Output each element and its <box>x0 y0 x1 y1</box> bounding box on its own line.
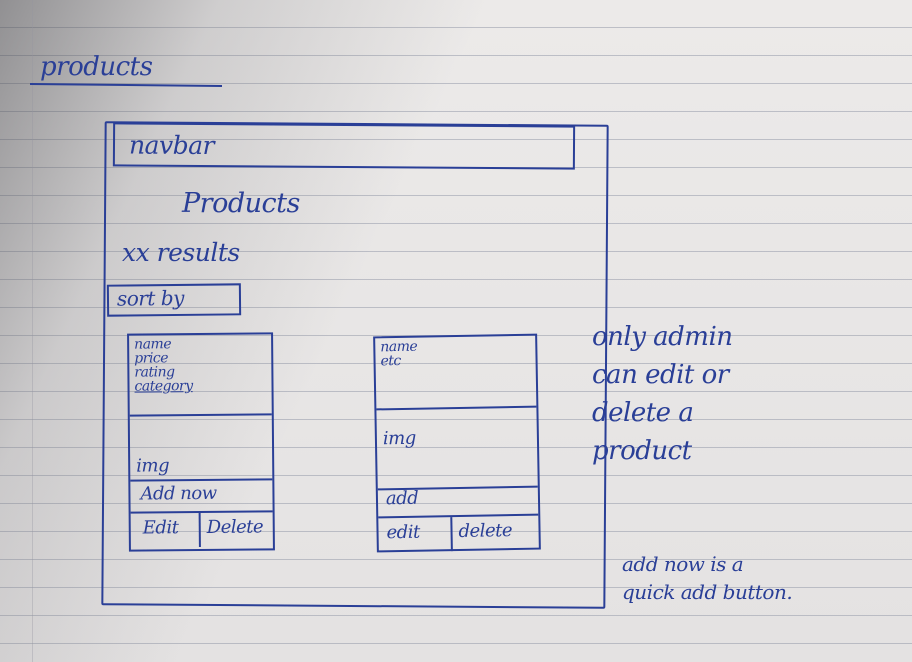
add-now-button[interactable]: Add now <box>140 482 217 505</box>
card-fields: name etc <box>380 339 417 370</box>
add-now-note: add now is a quick add button. <box>622 550 882 606</box>
action-separator <box>450 517 453 552</box>
margin-line <box>32 0 33 662</box>
sort-by-button[interactable]: sort by <box>106 283 242 317</box>
sort-by-label: sort by <box>116 285 184 311</box>
edit-button[interactable]: Edit <box>142 517 179 539</box>
add-button[interactable]: add <box>385 487 419 510</box>
admin-note-line: delete a <box>592 398 694 428</box>
admin-note: only admin can edit or delete a product <box>592 318 812 470</box>
card-fields: name price rating category <box>134 336 193 395</box>
card-actions: edit delete <box>378 513 539 553</box>
field-etc: etc <box>380 352 401 370</box>
navbar[interactable]: navbar <box>112 122 576 170</box>
products-title: Products <box>182 188 300 219</box>
page-heading: products <box>40 52 153 82</box>
card-divider <box>130 478 273 482</box>
action-separator <box>198 513 201 548</box>
delete-button[interactable]: delete <box>458 520 513 542</box>
card-image-placeholder: img <box>382 427 416 450</box>
product-card: name price rating category img Add now E… <box>127 332 275 552</box>
card-actions: Edit Delete <box>130 510 273 548</box>
card-image-placeholder: img <box>136 455 170 477</box>
edit-button[interactable]: edit <box>386 521 420 544</box>
card-divider <box>376 405 537 411</box>
results-count: xx results <box>122 238 240 267</box>
add-note-line: quick add button. <box>622 580 793 604</box>
product-card: name etc img add edit delete <box>373 333 541 553</box>
navbar-label: navbar <box>128 130 215 161</box>
card-divider <box>129 413 272 417</box>
field-category: category <box>134 378 193 395</box>
admin-note-line: product <box>592 436 692 466</box>
admin-note-line: only admin <box>592 322 733 352</box>
admin-note-line: can edit or <box>592 360 729 390</box>
add-note-line: add now is a <box>622 552 744 576</box>
delete-button[interactable]: Delete <box>206 516 264 538</box>
